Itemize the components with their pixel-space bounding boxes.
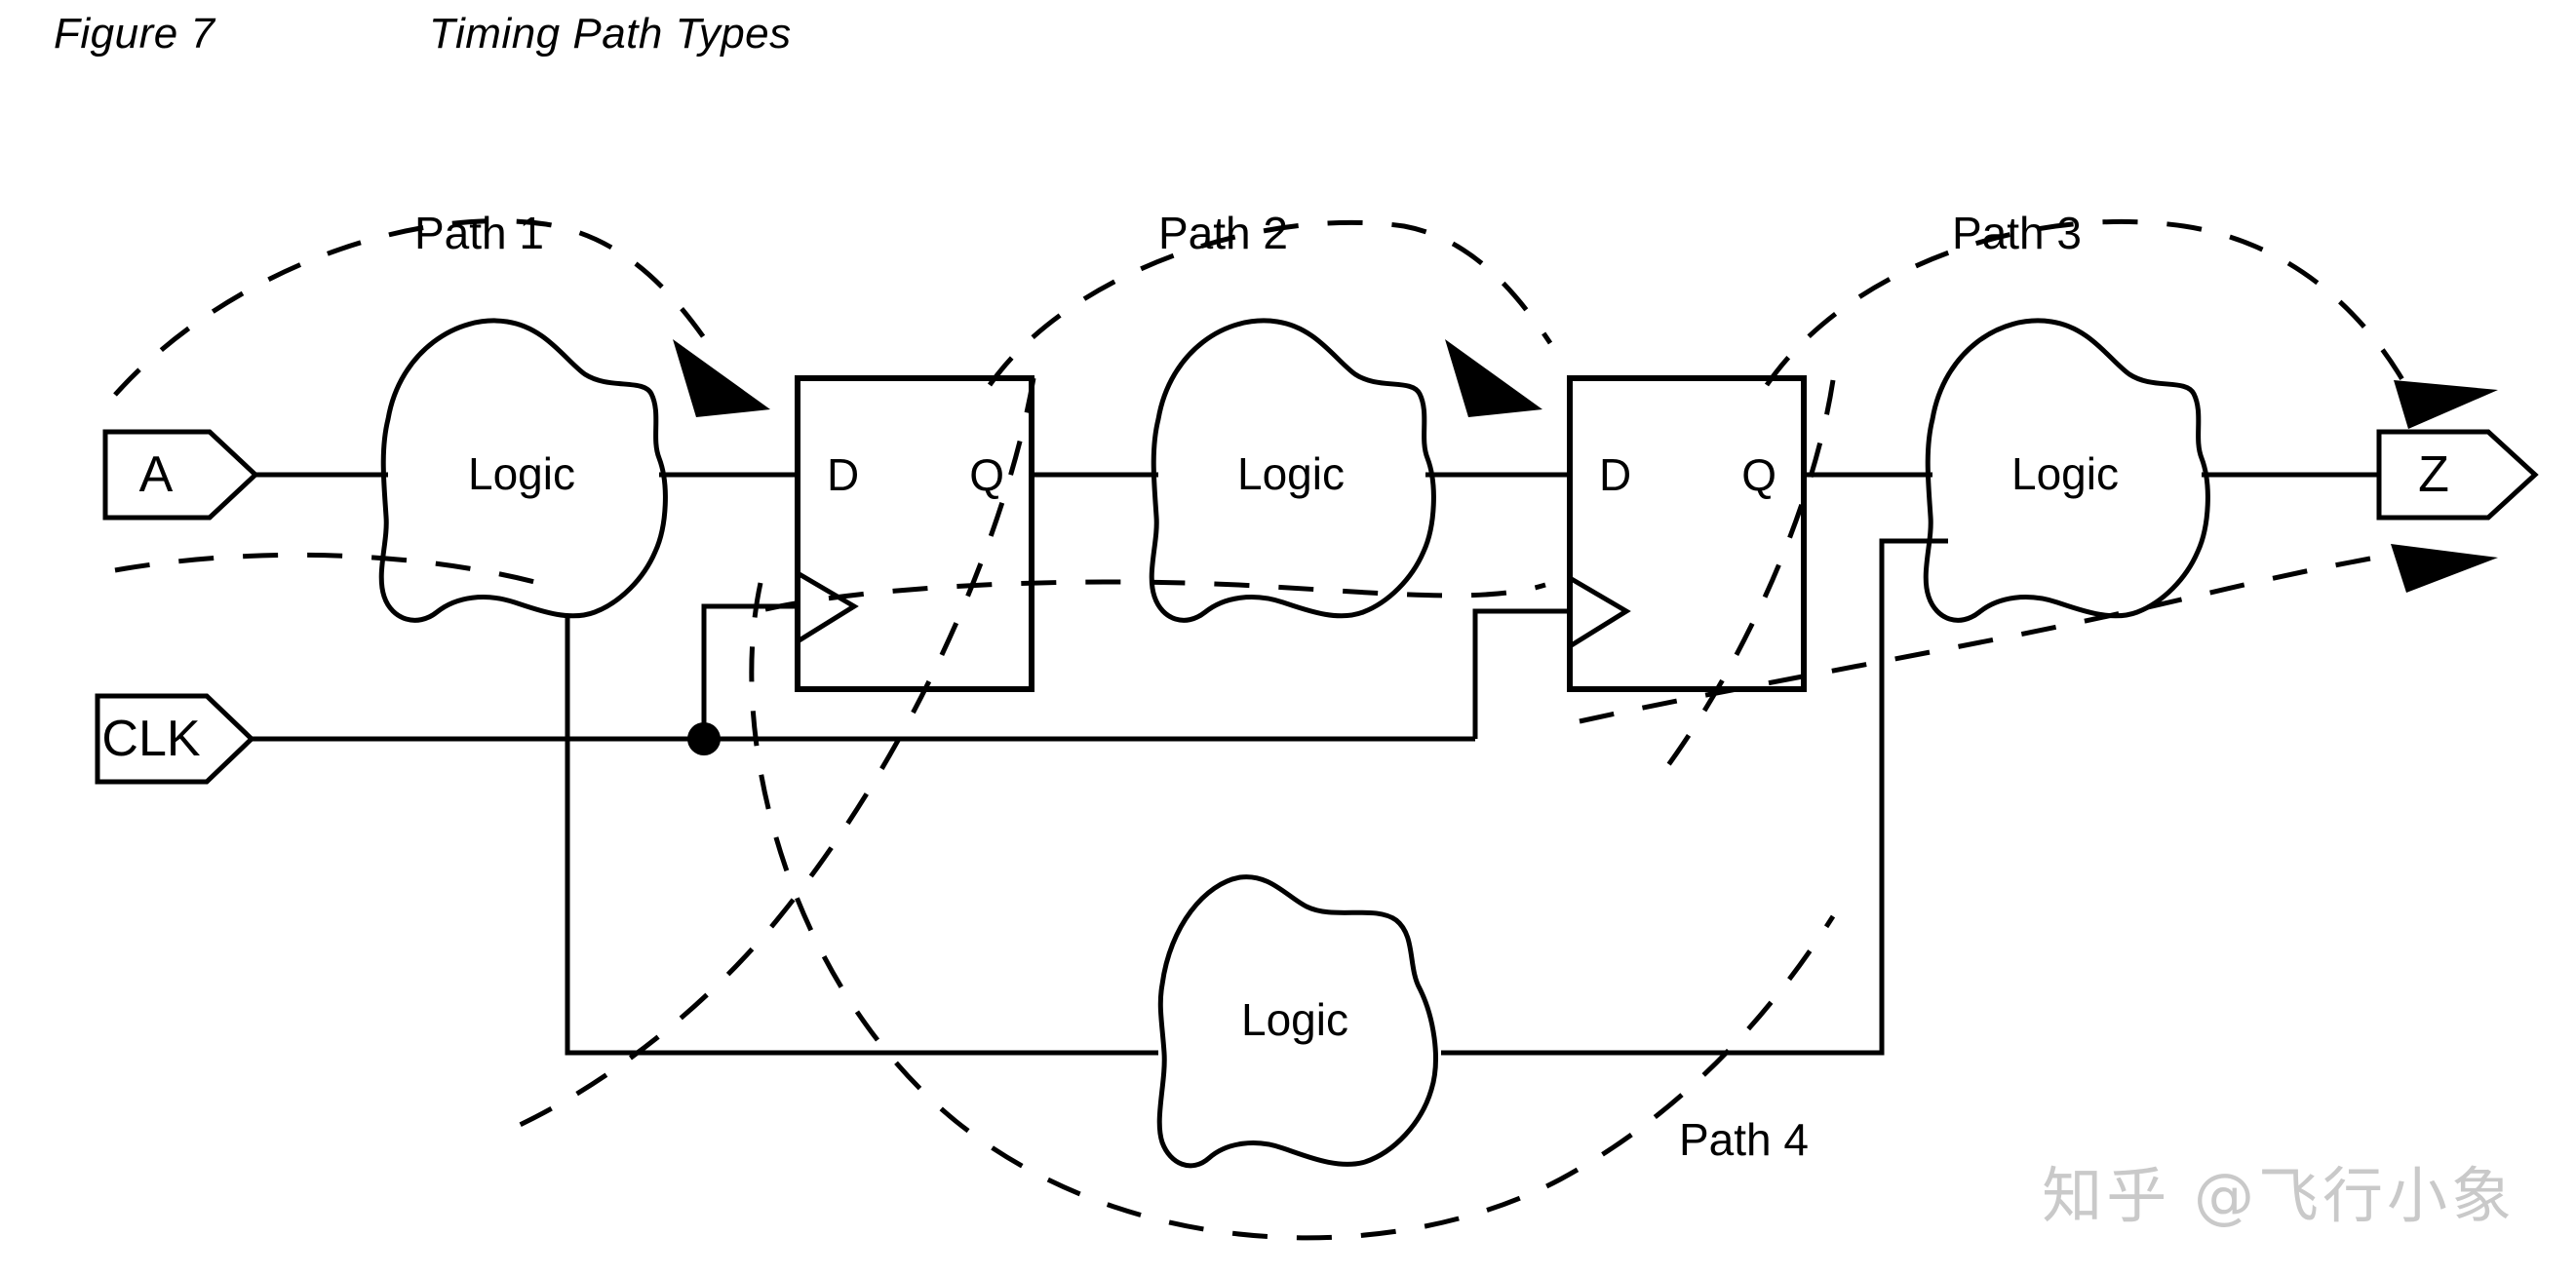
port-z-shape bbox=[2376, 429, 2539, 521]
port-z-label: Z bbox=[2418, 446, 2449, 503]
logic-cloud-2[interactable]: Logic bbox=[1149, 318, 1436, 623]
logic-cloud-1[interactable]: Logic bbox=[378, 318, 668, 623]
path-4-out-envelope bbox=[1579, 544, 2498, 724]
path-1-envelope bbox=[113, 218, 770, 417]
path-3-arrowhead bbox=[2394, 380, 2498, 429]
path-4-bottom-dashed-curve bbox=[749, 582, 1836, 1241]
port-a[interactable]: A bbox=[102, 429, 259, 521]
path-1-label: Path 1 bbox=[414, 208, 544, 258]
path-3-label: Path 3 bbox=[1952, 208, 2082, 258]
wire-logic4-to-logic3 bbox=[1441, 538, 1948, 1056]
path-1-dashed-curve bbox=[113, 218, 713, 397]
flipflop-1-q-pin: Q bbox=[969, 449, 1004, 500]
logic-cloud-3-label: Logic bbox=[2011, 448, 2119, 499]
path-2-envelope bbox=[987, 219, 1553, 417]
flipflop-1-d-pin: D bbox=[827, 449, 859, 500]
wire-clk-to-ff1 bbox=[701, 603, 798, 739]
logic-cloud-4[interactable]: Logic bbox=[1156, 874, 1438, 1169]
path-2-label: Path 2 bbox=[1158, 208, 1288, 258]
wire-clk-to-ff2 bbox=[1472, 608, 1570, 739]
port-clk-label: CLK bbox=[101, 711, 200, 767]
logic-cloud-1-label: Logic bbox=[468, 448, 575, 499]
port-a-label: A bbox=[139, 446, 174, 503]
flipflop-1-clock-triangle bbox=[796, 570, 859, 644]
path-3-envelope bbox=[1764, 218, 2498, 429]
wire-logic1-to-logic4 bbox=[565, 616, 1158, 1056]
flipflop-1-body bbox=[795, 375, 1034, 692]
path-4-bottom-envelope bbox=[749, 582, 1836, 1241]
path-1-arrowhead bbox=[673, 339, 770, 417]
flipflop-2[interactable]: D Q bbox=[1567, 375, 1807, 692]
path-3-inner-diagonal bbox=[1655, 379, 1836, 782]
logic-cloud-3-shape bbox=[1923, 318, 2210, 623]
clk-junction-dot bbox=[687, 722, 721, 755]
path-4-arrowhead bbox=[2391, 544, 2498, 593]
logic-cloud-4-label: Logic bbox=[1241, 994, 1348, 1045]
path-4-out-dashed-curve bbox=[1579, 548, 2419, 724]
port-clk[interactable]: CLK bbox=[95, 693, 255, 785]
port-clk-shape bbox=[95, 693, 255, 785]
path-2-arrowhead bbox=[1445, 339, 1542, 417]
logic-cloud-2-label: Logic bbox=[1237, 448, 1345, 499]
port-a-shape bbox=[102, 429, 259, 521]
flipflop-1[interactable]: D Q bbox=[795, 375, 1034, 692]
path-4-diagonal-envelope bbox=[505, 377, 1036, 1134]
logic-cloud-3[interactable]: Logic bbox=[1923, 318, 2210, 623]
path-3-inner-dashed-curve bbox=[1655, 379, 1836, 782]
path-4-diagonal-dashed-curve bbox=[505, 377, 1036, 1134]
path-3-dashed-curve bbox=[1764, 218, 2411, 392]
flipflop-2-q-pin: Q bbox=[1741, 449, 1776, 500]
port-z[interactable]: Z bbox=[2376, 429, 2539, 521]
path-1-lower-envelope bbox=[114, 552, 547, 588]
path-1-lower-dashed-curve bbox=[114, 552, 547, 588]
path-2-dashed-curve bbox=[987, 219, 1553, 387]
logic-cloud-1-shape bbox=[378, 318, 668, 623]
logic-cloud-4-shape bbox=[1156, 874, 1438, 1169]
flipflop-2-clock-triangle bbox=[1568, 575, 1631, 649]
logic-cloud-2-shape bbox=[1149, 318, 1436, 623]
path-4-label: Path 4 bbox=[1679, 1114, 1809, 1165]
flipflop-2-body bbox=[1567, 375, 1807, 692]
flipflop-2-d-pin: D bbox=[1599, 449, 1631, 500]
